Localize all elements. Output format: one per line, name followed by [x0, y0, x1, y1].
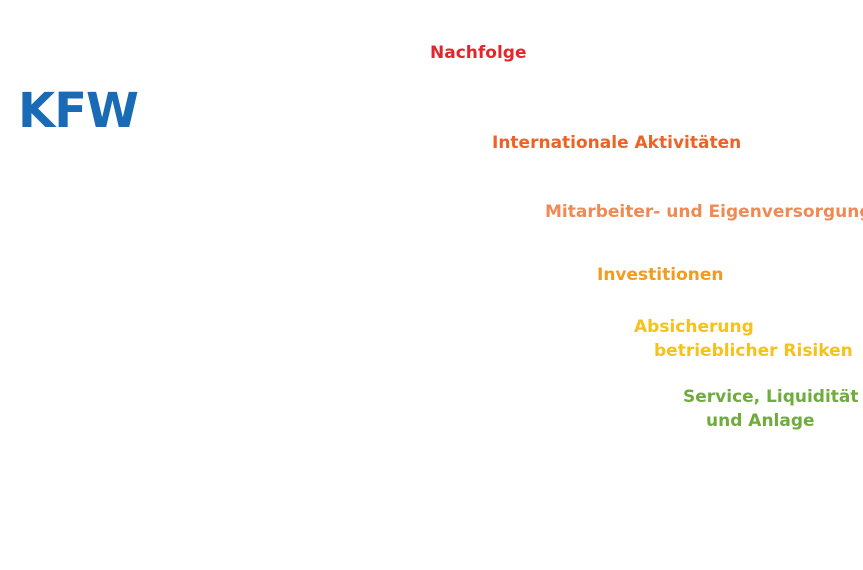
- pyramid-separator-3: [151, 249, 536, 332]
- pyramid-label-5: Absicherung betrieblicher Risiken: [634, 317, 853, 361]
- pyramid-label-2-line-1: Internationale Aktivitäten: [492, 133, 741, 153]
- pyramid-separator-4: [104, 308, 582, 410]
- pyramid-separator-2: [201, 186, 487, 249]
- pyramid-label-1: Nachfolge: [430, 43, 526, 63]
- pyramid-layers: [57, 119, 627, 487]
- kfw-logo: KFW: [18, 83, 138, 139]
- pyramid-label-6-line-2: und Anlage: [706, 411, 815, 431]
- pyramid-label-1-line-1: Nachfolge: [430, 43, 526, 63]
- pyramid-label-5-line-1: Absicherung: [634, 317, 754, 337]
- pyramid-label-6: Service, Liquidität und Anlage: [683, 387, 859, 431]
- pyramid-separator-5: [57, 367, 627, 487]
- pyramid-separator-1: [254, 119, 435, 160]
- pyramid-label-5-line-2: betrieblicher Risiken: [654, 341, 853, 361]
- pyramid-label-6-line-1: Service, Liquidität: [683, 387, 859, 407]
- pyramid-label-2: Internationale Aktivitäten: [492, 133, 741, 153]
- pyramid-label-3: Mitarbeiter- und Eigenversorgung: [545, 202, 863, 222]
- pyramid-label-3-line-1: Mitarbeiter- und Eigenversorgung: [545, 202, 863, 222]
- pyramid-label-4-line-1: Investitionen: [597, 265, 723, 285]
- pyramid-label-4: Investitionen: [597, 265, 723, 285]
